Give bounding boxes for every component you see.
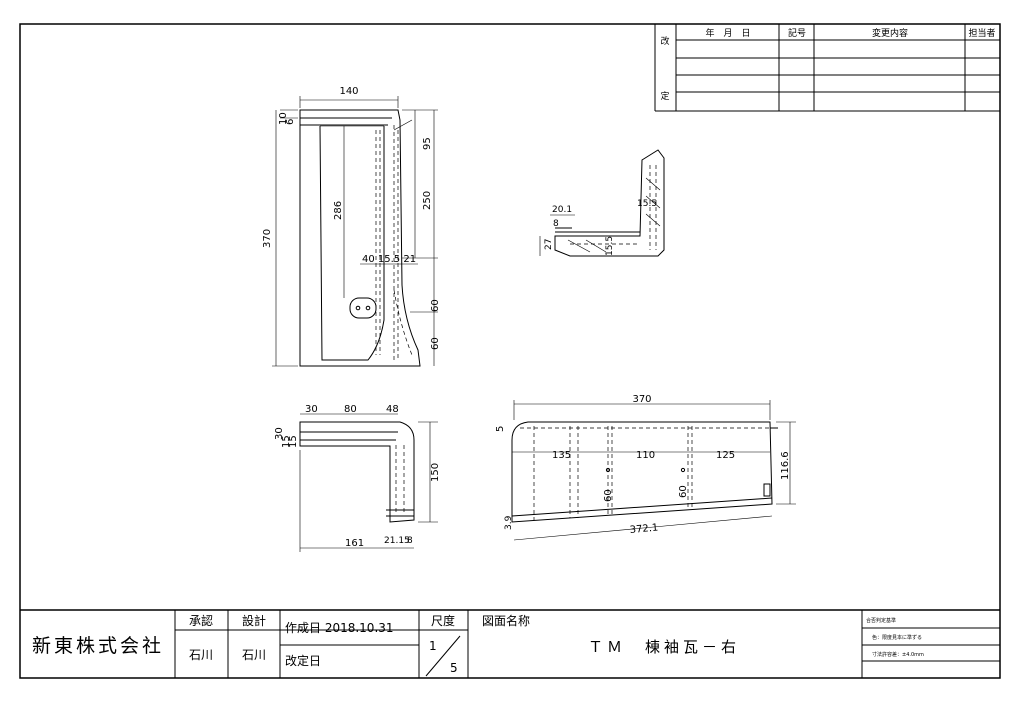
revision-header-content: 変更内容 [872, 27, 908, 39]
front-dim-inner: 286 [333, 201, 344, 220]
drawing-name: ＴＭ 棟袖瓦－右 [588, 638, 740, 656]
front-dim-top-a: 10 [278, 112, 289, 125]
side-dim-155: 15.5 [637, 199, 657, 209]
long-dim-60b: 60 [678, 485, 689, 498]
side-dim-27: 27 [544, 239, 554, 250]
long-dim-39: 3.9 [504, 515, 514, 530]
criteria-color: 色：限度見本に準ずる [872, 634, 922, 641]
front-dim-top-b: 6 [285, 119, 296, 125]
long-dim-1166: 116.6 [780, 451, 791, 480]
criteria-title: 合否判定基準 [866, 617, 896, 624]
top-dim-48: 48 [386, 404, 399, 415]
created-date: 作成日 2018.10.31 [285, 621, 394, 635]
long-dim-60a: 60 [603, 489, 614, 502]
top-dim-2115: 21.15 [384, 536, 410, 546]
top-dim-80: 80 [344, 404, 357, 415]
top-dim-left-15b: 15 [288, 435, 299, 448]
long-dim-125: 125 [716, 450, 735, 461]
front-dim-height: 370 [262, 229, 273, 248]
side-dim-8: 8 [553, 219, 559, 229]
top-dim-30: 30 [305, 404, 318, 415]
scale-numerator: 1 [429, 639, 437, 653]
front-view: 140 10 6 370 286 95 250 60 60 40 15.5 21 [262, 86, 441, 367]
front-dim-bottom-row: 40 15.5 21 [362, 254, 416, 265]
side-view: 20.1 8 27 15.5 15.5 [539, 149, 665, 257]
long-dim-110: 110 [636, 450, 655, 461]
side-dim-155b: 15.5 [605, 236, 615, 256]
long-dim-5: 5 [495, 426, 506, 432]
scale-label: 尺度 [431, 613, 455, 628]
top-view: 30 80 48 30 15 15 150 161 21.15 8 [274, 404, 441, 552]
title-block: 新東株式会社 承認 石川 設計 石川 作成日 2018.10.31 改定日 尺度… [20, 609, 1000, 678]
revised-date-label: 改定日 [285, 653, 321, 668]
criteria-tolerance: 寸法許容差：±4.0mm [872, 651, 924, 658]
approve-name: 石川 [189, 648, 213, 662]
revision-header-mark: 記号 [788, 27, 806, 39]
design-name: 石川 [242, 648, 266, 662]
front-dim-95: 95 [422, 137, 433, 150]
front-dim-width: 140 [339, 86, 358, 97]
top-dim-161: 161 [345, 538, 364, 549]
front-dim-60a: 60 [430, 299, 441, 312]
long-dim-3721: 372.1 [629, 523, 658, 536]
revision-header-person: 担当者 [968, 27, 995, 39]
approve-label: 承認 [189, 613, 213, 628]
revision-side-top: 改 [660, 35, 669, 47]
design-label: 設計 [242, 613, 266, 628]
side-dim-201: 20.1 [552, 205, 572, 215]
long-view: 370 5 135 110 125 60 60 116.6 3.9 372.1 [495, 394, 796, 541]
revision-header-date: 年 月 日 [705, 27, 750, 39]
revision-table: 改 定 年 月 日 記号 変更内容 担当者 [654, 24, 1000, 112]
sheet-border [19, 23, 1001, 679]
top-dim-left-15: 15 [281, 435, 292, 448]
drawing-name-label: 図面名称 [482, 613, 530, 628]
front-dim-60b: 60 [430, 337, 441, 350]
top-dim-150: 150 [430, 463, 441, 482]
long-dim-135: 135 [552, 450, 571, 461]
long-dim-370: 370 [632, 394, 651, 405]
top-dim-left-30: 30 [274, 427, 285, 440]
revision-side-bottom: 定 [660, 90, 669, 102]
scale-denominator: 5 [450, 661, 458, 675]
company-name: 新東株式会社 [32, 635, 164, 657]
front-dim-250: 250 [422, 191, 433, 210]
top-dim-8: 8 [407, 536, 413, 546]
